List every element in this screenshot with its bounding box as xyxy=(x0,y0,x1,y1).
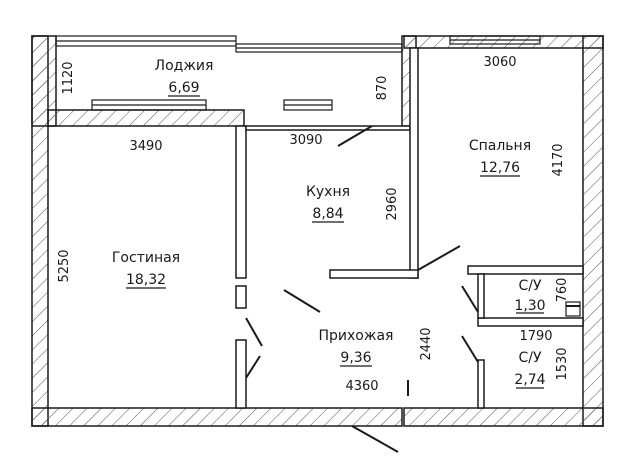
dim-hall-depth: 2440 xyxy=(419,327,434,360)
dim-kitchen-width: 3090 xyxy=(289,133,322,148)
dim-living-width: 3490 xyxy=(129,139,162,154)
kitchen-right-wall xyxy=(409,47,419,279)
bathroom-name: С/У xyxy=(518,350,541,366)
hall-door-top xyxy=(283,289,321,313)
loggia-windows xyxy=(55,35,541,111)
entry-door xyxy=(351,425,399,453)
dim-hall-width: 4360 xyxy=(345,379,378,394)
kitchen-left-wall-low xyxy=(235,285,247,309)
kitchen-door xyxy=(337,125,373,147)
bath-left-wall-low xyxy=(477,359,485,409)
exterior-walls xyxy=(31,35,604,427)
living-door-low xyxy=(245,355,261,379)
bottom-wall-right xyxy=(403,407,604,427)
kitchen-top-wall xyxy=(245,125,411,131)
dim-bedroom-width: 3060 xyxy=(483,55,516,70)
bathroom-area: 2,74 xyxy=(514,372,545,388)
bottom-wall-left xyxy=(31,407,403,427)
bedroom-name: Спальня xyxy=(469,138,531,154)
kitchen-bottom-wall xyxy=(329,269,419,279)
room-labels: Лоджия 6,69 Кухня 8,84 Спальня 12,76 Гос… xyxy=(112,58,546,389)
wc-area: 1,30 xyxy=(514,298,545,314)
dimension-labels-horizontal: 3060 3490 3090 1790 4360 xyxy=(129,55,552,394)
living-door xyxy=(245,317,263,347)
kitchen-name: Кухня xyxy=(306,184,350,200)
bath-left-wall xyxy=(477,273,485,319)
dim-bath-depth: 1530 xyxy=(555,347,570,380)
dim-bath-width: 1790 xyxy=(519,329,552,344)
doors xyxy=(245,125,581,453)
living-area: 18,32 xyxy=(126,272,166,288)
dim-wc-depth: 760 xyxy=(555,278,570,303)
dim-bedroom-depth: 4170 xyxy=(551,143,566,176)
interior-walls xyxy=(235,47,584,409)
bath-top-wall xyxy=(467,265,584,275)
dim-living-depth: 5250 xyxy=(57,249,72,282)
living-top-wall xyxy=(47,109,245,127)
wc-door xyxy=(461,285,479,313)
bedroom-door xyxy=(417,245,461,271)
top-wall-right xyxy=(403,35,604,49)
kitchen-area: 8,84 xyxy=(312,206,343,222)
bedroom-area: 12,76 xyxy=(480,160,520,176)
loggia-name: Лоджия xyxy=(155,58,214,74)
dim-kitchen-depth: 2960 xyxy=(385,187,400,220)
bath-door xyxy=(461,335,479,363)
bath-mid-wall xyxy=(477,317,584,327)
loggia-area: 6,69 xyxy=(168,80,199,96)
hallway-name: Прихожая xyxy=(319,328,394,344)
dim-loggia-side: 870 xyxy=(375,76,390,101)
hallway-area: 9,36 xyxy=(340,350,371,366)
right-wall xyxy=(582,35,604,427)
wc-name: С/У xyxy=(518,278,541,294)
kitchen-left-wall xyxy=(235,125,247,279)
hall-left-wall xyxy=(235,339,247,409)
dimension-labels-vertical: 1120 870 4170 2960 5250 760 2440 1530 xyxy=(57,61,570,380)
dim-loggia-depth: 1120 xyxy=(61,61,76,94)
wc-fixture xyxy=(565,301,581,317)
living-name: Гостиная xyxy=(112,250,180,266)
